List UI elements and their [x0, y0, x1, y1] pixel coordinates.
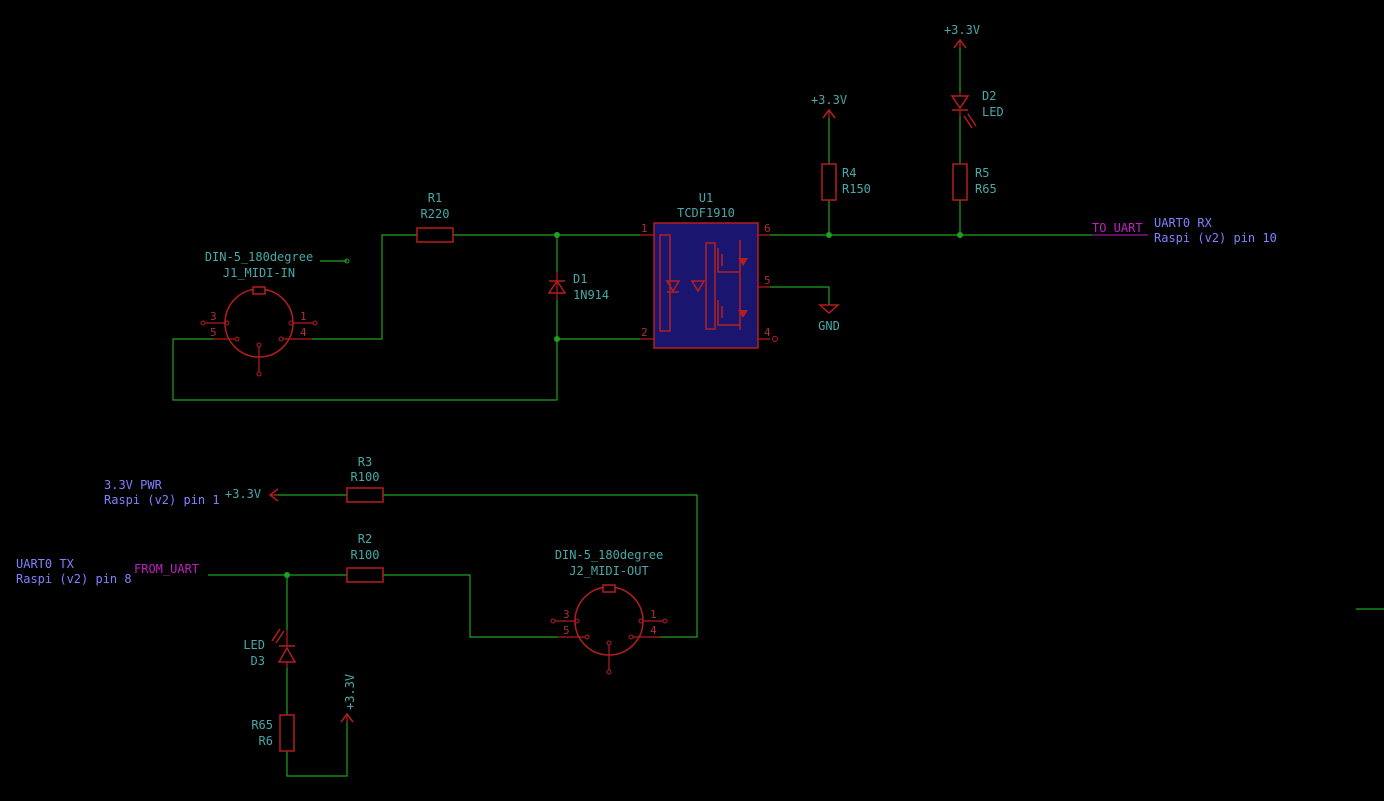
- resistor-r1[interactable]: R1 R220: [416, 191, 454, 243]
- diode-d1[interactable]: D1 1N914: [547, 272, 609, 302]
- global-label-to-uart[interactable]: TO_UART: [1092, 221, 1143, 235]
- r6-value: R65: [251, 718, 273, 732]
- ground-symbol[interactable]: GND: [818, 304, 840, 333]
- led-d3[interactable]: LED D3: [243, 628, 297, 668]
- note-uart-tx-pin: Raspi (v2) pin 8: [16, 572, 132, 586]
- u1-pin-4: 4: [764, 326, 771, 339]
- connector-j2-midi-out[interactable]: 3 1 5 4 DIN-5_180degree J2_MIDI-OUT: [550, 548, 668, 675]
- wire-r3-j2[interactable]: [383, 494, 698, 638]
- j1-pin-4: 4: [300, 326, 307, 339]
- connector-j1-midi-in[interactable]: 3 1 5 4 DIN-5_180degree J1_MIDI-IN: [200, 250, 350, 377]
- j2-pin-3: 3: [563, 608, 570, 621]
- junctions: [284, 232, 963, 578]
- pwr-3v3-top-label: +3.3V: [944, 23, 980, 37]
- wire-r2-j2[interactable]: [383, 574, 558, 638]
- u1-ref: U1: [699, 191, 713, 205]
- resistor-r5[interactable]: R5 R65: [952, 163, 997, 201]
- resistor-r3[interactable]: R3 R100: [346, 455, 384, 503]
- j2-value: DIN-5_180degree: [555, 548, 663, 562]
- resistor-r4[interactable]: R4 R150: [821, 163, 871, 201]
- power-symbol-3v3-bottom[interactable]: +3.3V: [340, 674, 357, 723]
- j1-ref: J1_MIDI-IN: [223, 266, 295, 280]
- r5-ref: R5: [975, 166, 989, 180]
- note-uart-rx: UART0 RX: [1154, 216, 1213, 230]
- j1-pin-1: 1: [300, 310, 307, 323]
- wire-j1-loop[interactable]: [172, 338, 557, 401]
- r1-ref: R1: [428, 191, 442, 205]
- junction-dot: [554, 232, 560, 238]
- pwr-3v3-bottom-label: +3.3V: [343, 674, 357, 710]
- r3-ref: R3: [358, 455, 372, 469]
- ic-u1-optocoupler[interactable]: 1 2 4 5 6 U1 TCDF1910: [640, 191, 778, 349]
- junction-dot: [826, 232, 832, 238]
- junction-dot: [957, 232, 963, 238]
- r2-value: R100: [351, 548, 380, 562]
- resistor-r2[interactable]: R2 R100: [346, 532, 384, 583]
- wires: [172, 44, 1384, 777]
- d1-ref: D1: [573, 272, 587, 286]
- gnd-label: GND: [818, 319, 840, 333]
- note-3v3-pwr-pin: Raspi (v2) pin 1: [104, 493, 220, 507]
- r6-ref: R6: [259, 734, 273, 748]
- u1-pin-1: 1: [641, 222, 648, 235]
- power-symbol-3v3-top[interactable]: +3.3V: [944, 23, 980, 49]
- j1-pin-5: 5: [210, 326, 217, 339]
- u1-value: TCDF1910: [677, 206, 735, 220]
- j1-value: DIN-5_180degree: [205, 250, 313, 264]
- junction-dot: [284, 572, 290, 578]
- u1-pin-2: 2: [641, 326, 648, 339]
- j2-ref: J2_MIDI-OUT: [569, 564, 648, 578]
- r5-value: R65: [975, 182, 997, 196]
- j2-pin-1: 1: [650, 608, 657, 621]
- r4-ref: R4: [842, 166, 856, 180]
- pwr-3v3-r4-label: +3.3V: [811, 93, 847, 107]
- r3-value: R100: [351, 470, 380, 484]
- j2-pin-5: 5: [563, 624, 570, 637]
- j1-pin-3: 3: [210, 310, 217, 323]
- power-symbol-3v3-r4[interactable]: +3.3V: [811, 93, 847, 119]
- wire-u1-gnd[interactable]: [770, 286, 830, 305]
- pwr-3v3-left-label: +3.3V: [225, 487, 261, 501]
- d3-ref: D3: [251, 654, 265, 668]
- r4-value: R150: [842, 182, 871, 196]
- j2-pin-4: 4: [650, 624, 657, 637]
- note-3v3-pwr: 3.3V PWR: [104, 478, 163, 492]
- d3-value: LED: [243, 638, 265, 652]
- wire-j1-r1[interactable]: [312, 234, 417, 340]
- global-label-from-uart[interactable]: FROM_UART: [134, 562, 199, 576]
- u1-pin-5: 5: [764, 274, 771, 287]
- note-uart-rx-pin: Raspi (v2) pin 10: [1154, 231, 1277, 245]
- power-symbol-3v3-left[interactable]: +3.3V: [225, 487, 279, 502]
- r1-value: R220: [421, 207, 450, 221]
- u1-pin-6: 6: [764, 222, 771, 235]
- r2-ref: R2: [358, 532, 372, 546]
- d1-value: 1N914: [573, 288, 609, 302]
- resistor-r6[interactable]: R65 R6: [251, 714, 295, 752]
- wire-r6-pwr[interactable]: [286, 720, 348, 777]
- note-uart-tx: UART0 TX: [16, 557, 75, 571]
- d2-ref: D2: [982, 89, 996, 103]
- junction-dot: [554, 336, 560, 342]
- d2-value: LED: [982, 105, 1004, 119]
- led-d2[interactable]: D2 LED: [950, 89, 1004, 129]
